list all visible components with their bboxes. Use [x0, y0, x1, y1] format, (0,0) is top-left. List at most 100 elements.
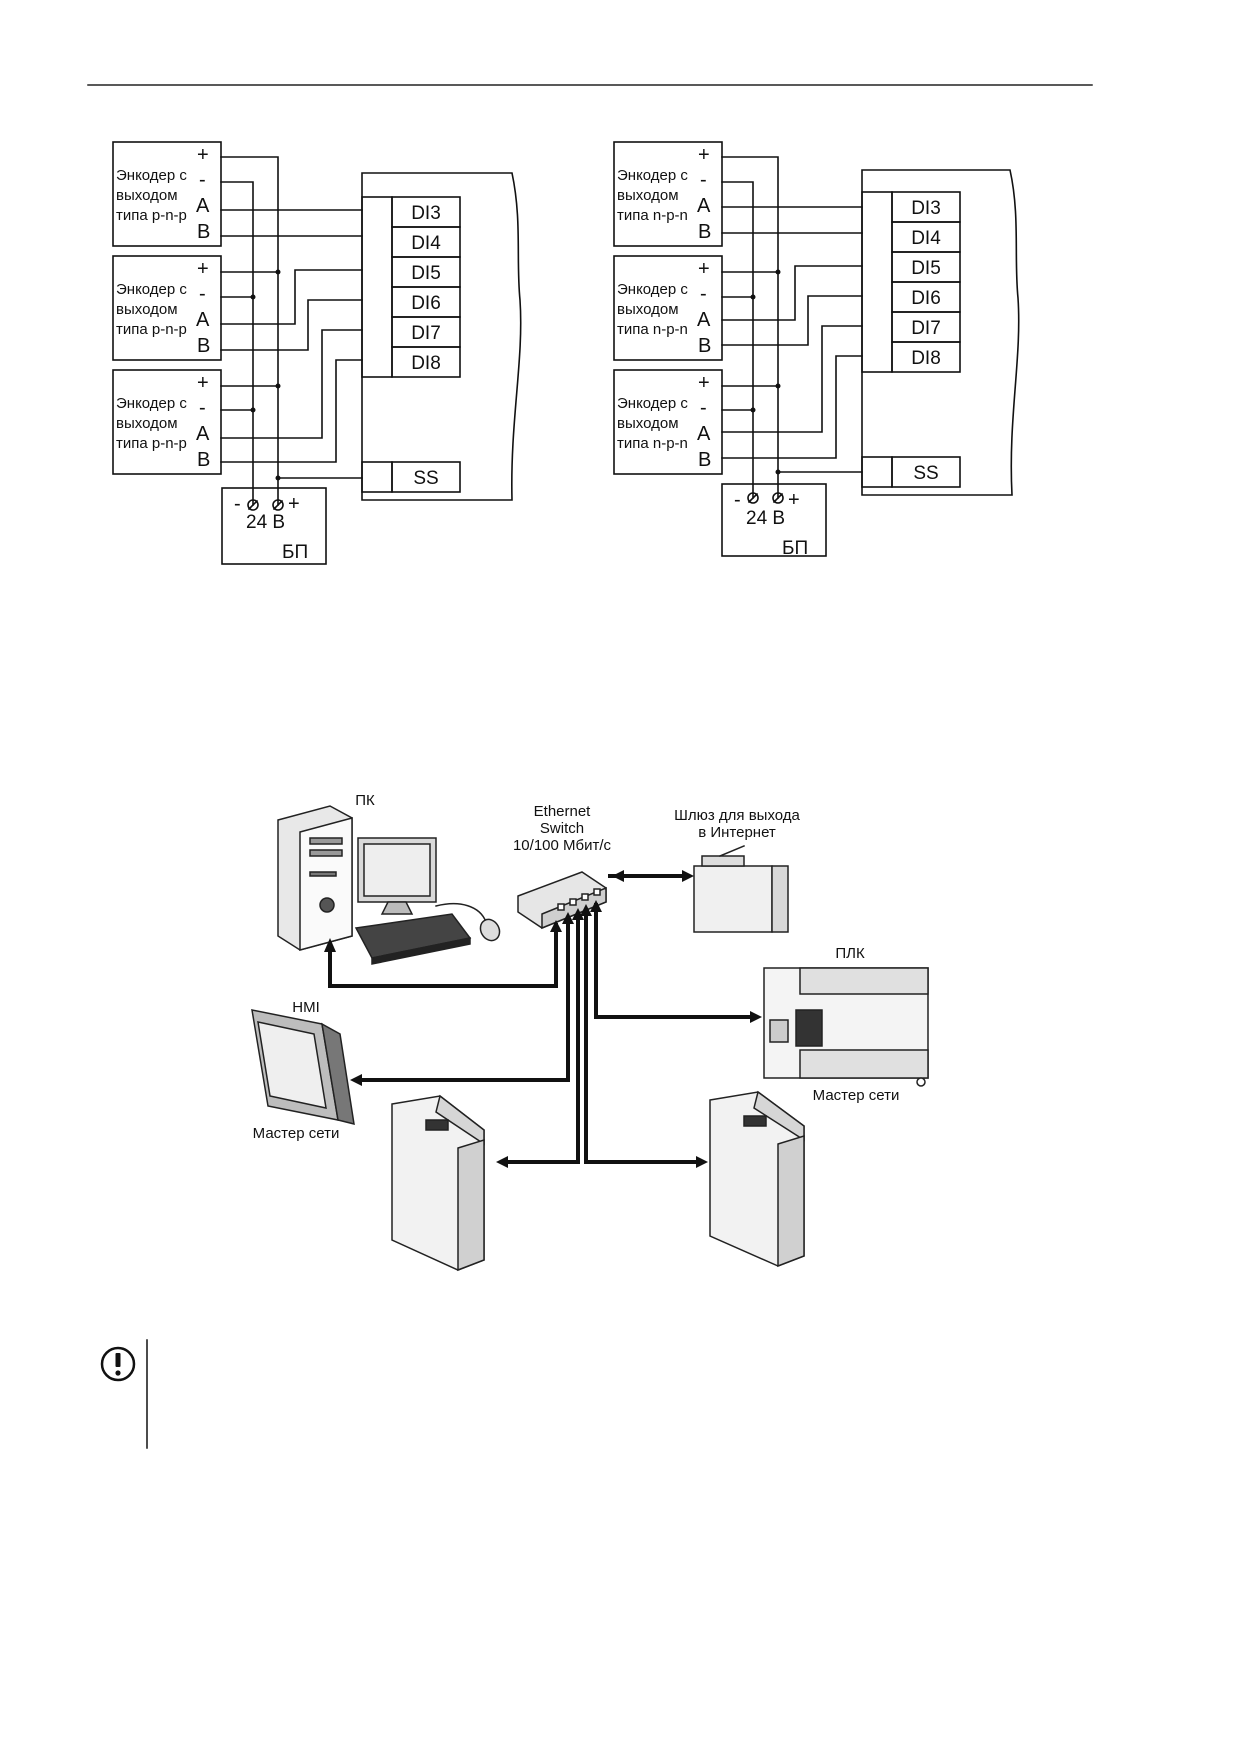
- psu-voltage-label: 24 В: [746, 508, 785, 529]
- wire-di8: [721, 355, 863, 459]
- input-label: DI4: [411, 233, 441, 254]
- input-label: DI6: [411, 293, 441, 314]
- input-label: DI6: [911, 288, 941, 309]
- link-plc: [594, 903, 756, 1019]
- encoder-label: типа n-p-n: [617, 435, 688, 452]
- pc-label: ПК: [355, 792, 375, 809]
- pin-label-minus: -: [199, 169, 206, 191]
- pin-label-b: B: [197, 221, 210, 243]
- input-label: DI7: [411, 323, 441, 344]
- mouse-icon: [435, 902, 501, 942]
- psu-terminal-plus: [272, 499, 284, 511]
- encoder-label: типа n-p-n: [617, 321, 688, 338]
- input-label: DI3: [911, 198, 941, 219]
- pin-label-minus: -: [700, 397, 707, 419]
- io-module-icon: [391, 1094, 485, 1272]
- keyboard-icon: [354, 913, 472, 965]
- encoder-label: выходом: [116, 301, 178, 318]
- input-label: DI3: [411, 203, 441, 224]
- psu-box: [721, 483, 827, 557]
- encoder-label: выходом: [116, 415, 178, 432]
- encoder-box: [112, 255, 222, 361]
- psu-plus-label: +: [288, 493, 300, 515]
- input-label: DI5: [411, 263, 441, 284]
- wire-plus-bus: [220, 156, 279, 506]
- exclamation-circle-icon: [100, 1346, 136, 1382]
- pin-label-b: B: [197, 449, 210, 471]
- pin-label-b: B: [698, 449, 711, 471]
- switch-label: 10/100 Мбит/с: [513, 837, 612, 854]
- pin-label-plus: +: [197, 144, 209, 166]
- wire-di6: [721, 295, 863, 346]
- link-io-left: [502, 912, 580, 1164]
- encoder-box: [112, 369, 222, 475]
- input-label: DI7: [911, 318, 941, 339]
- psu-label: БП: [282, 542, 308, 563]
- gateway-label: Шлюз для выхода: [674, 807, 800, 824]
- encoder-label: Энкодер с: [617, 167, 688, 184]
- network-diagram: [251, 805, 929, 1272]
- pin-label-minus: -: [700, 283, 707, 305]
- encoder-label: Энкодер с: [617, 281, 688, 298]
- network-links: [328, 874, 756, 1164]
- terminal-di8: [891, 341, 961, 373]
- input-label: DI5: [911, 258, 941, 279]
- wire-minus-bus: [220, 181, 254, 506]
- input-label: DI8: [911, 348, 941, 369]
- monitor-icon: [357, 837, 437, 915]
- pin-label-minus: -: [700, 169, 707, 191]
- arrowheads: [324, 870, 762, 1168]
- notice-block: [100, 1339, 148, 1449]
- encoder-label: Энкодер с: [116, 395, 187, 412]
- pin-label-a: A: [697, 195, 711, 217]
- internet-gateway-icon: [693, 845, 789, 933]
- terminal-ss-left: [361, 461, 393, 493]
- pin-label-minus: -: [199, 283, 206, 305]
- wire-di6: [220, 299, 363, 351]
- pin-label-b: B: [197, 335, 210, 357]
- psu-minus-label: -: [234, 493, 241, 515]
- encoder-label: типа p-n-p: [116, 321, 187, 338]
- encoder-label: выходом: [617, 301, 679, 318]
- encoder-box: [613, 369, 723, 475]
- terminal-strip: [361, 196, 393, 378]
- encoder-box: [613, 141, 723, 247]
- encoder-label: выходом: [617, 187, 679, 204]
- plc-icon: [763, 967, 929, 1087]
- wiring-diagram-pnp: [112, 141, 522, 565]
- encoder-box: [112, 141, 222, 247]
- switch-label: Ethernet: [534, 803, 592, 820]
- pin-label-plus: +: [197, 258, 209, 280]
- link-hmi: [356, 916, 570, 1082]
- input-label: DI4: [911, 228, 941, 249]
- psu-minus-label: -: [734, 489, 741, 511]
- pin-label-plus: +: [698, 258, 710, 280]
- pin-label-a: A: [697, 423, 711, 445]
- plc-label: ПЛК: [835, 945, 865, 962]
- pc-tower-icon: [277, 805, 353, 951]
- encoder-label: типа p-n-p: [116, 207, 187, 224]
- pin-label-a: A: [697, 309, 711, 331]
- pin-label-b: B: [698, 335, 711, 357]
- pin-label-a: A: [196, 423, 210, 445]
- psu-terminal-minus: [747, 492, 759, 504]
- wire-di7: [721, 325, 863, 433]
- encoder-label: типа p-n-p: [116, 435, 187, 452]
- encoder-box: [613, 255, 723, 361]
- psu-terminal-plus: [772, 492, 784, 504]
- psu-box: [221, 487, 327, 565]
- module-body: [861, 169, 1020, 496]
- gateway-label: в Интернет: [698, 824, 776, 841]
- ss-label: SS: [913, 463, 938, 484]
- ethernet-switch-icon: [517, 871, 607, 930]
- pin-label-minus: -: [199, 397, 206, 419]
- encoder-label: Энкодер с: [617, 395, 688, 412]
- link-pc: [328, 923, 558, 988]
- pin-label-plus: +: [698, 144, 710, 166]
- terminal-strip: [861, 191, 893, 373]
- hmi-label: HMI: [292, 999, 320, 1016]
- encoder-label: типа n-p-n: [617, 207, 688, 224]
- psu-plus-label: +: [788, 489, 800, 511]
